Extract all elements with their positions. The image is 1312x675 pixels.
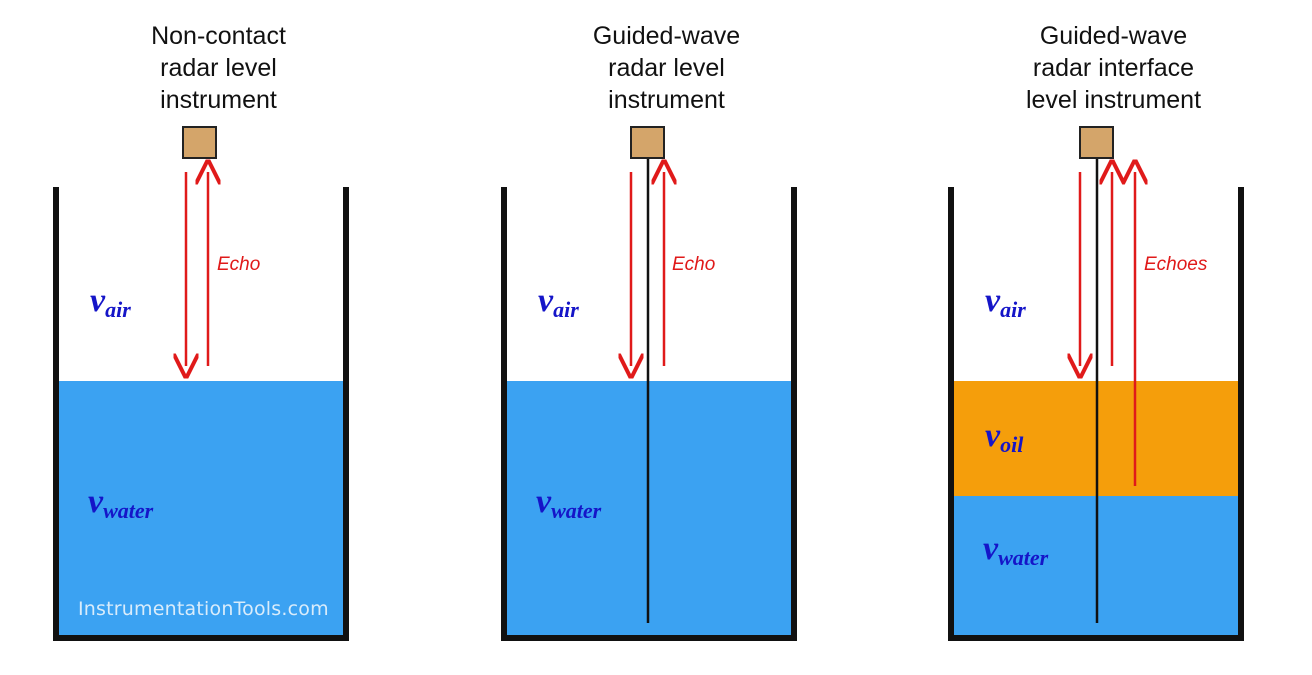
velocity-water-label: vwater [536,483,602,523]
panel-non-contact-radar: Non-contact radar level instrument Echo … [0,0,437,675]
tank-wall [53,187,349,641]
panel-title: Guided-wave radar interface level instru… [1025,22,1202,114]
water-layer [59,381,343,635]
velocity-water-label: vwater [983,530,1049,570]
transmitter-box [1079,126,1114,159]
tank-wall [948,187,1244,641]
velocity-air-label: vair [538,282,579,322]
transmitter-box [182,126,217,159]
echo-label: Echo [672,254,715,275]
velocity-water-label: vwater [88,483,154,523]
tank-diagram: Echoes vair voil vwater [948,126,1244,641]
panel-guided-wave-interface-radar: Guided-wave radar interface level instru… [895,0,1312,675]
echo-label: Echo [217,254,260,275]
velocity-oil-label: voil [985,417,1024,457]
tank-diagram: Echo vair vwater [53,126,349,641]
transmitter-box [630,126,665,159]
panel-guided-wave-radar: Guided-wave radar level instrument Echo … [448,0,885,675]
tank-wall [501,187,797,641]
water-layer [507,381,794,635]
watermark: InstrumentationTools.com [78,598,329,620]
panel-title: Non-contact radar level instrument [151,22,286,114]
tank-diagram: Echo vair vwater [501,126,797,641]
echoes-label: Echoes [1144,254,1208,275]
velocity-air-label: vair [90,282,131,322]
panel-title: Guided-wave radar level instrument [592,22,741,114]
velocity-air-label: vair [985,282,1026,322]
